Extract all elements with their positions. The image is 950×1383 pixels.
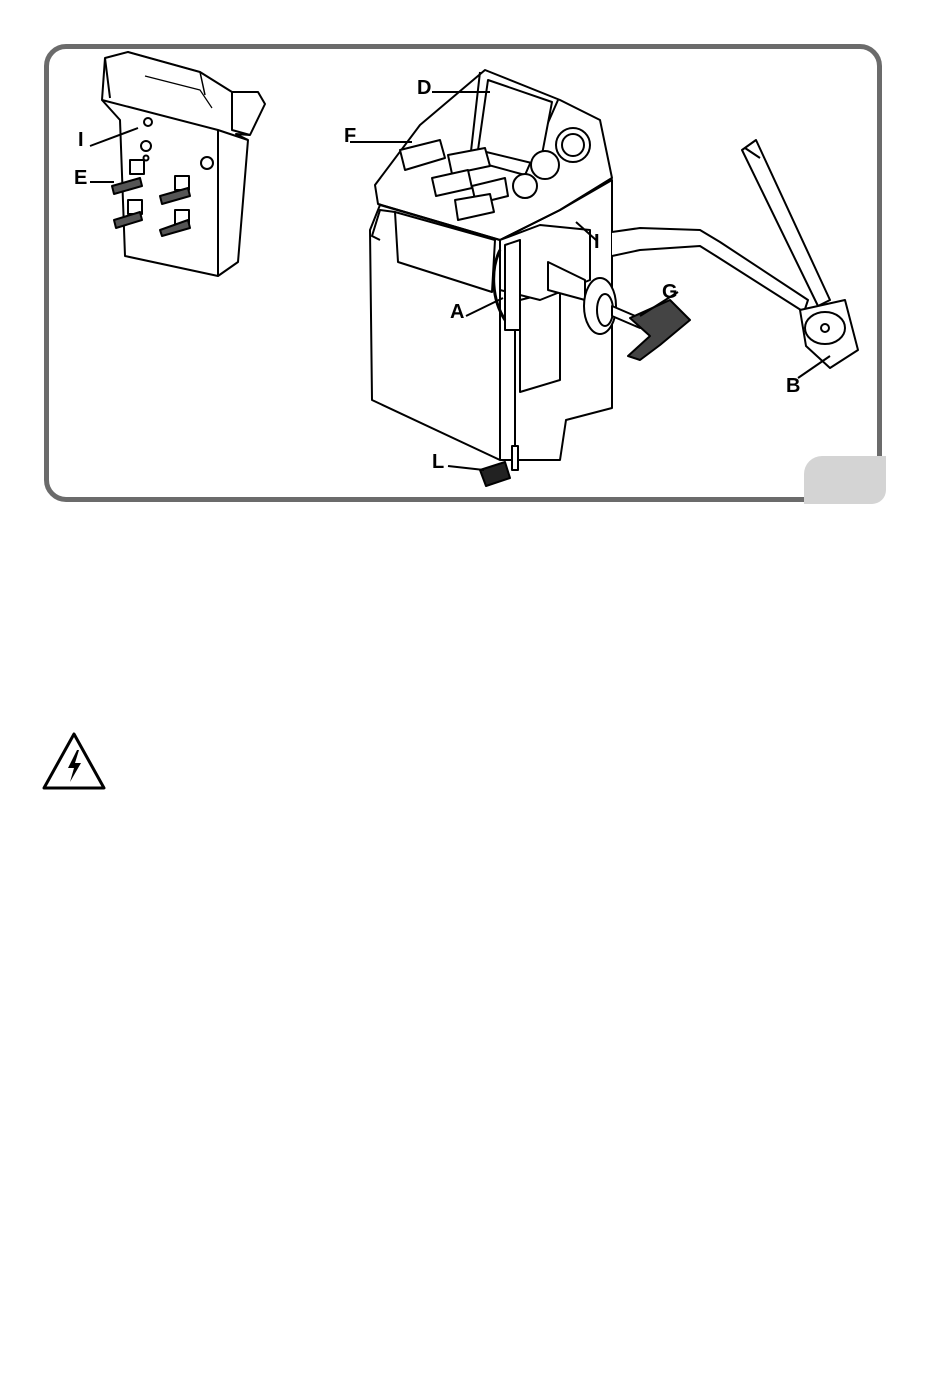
rear-panel-inset (102, 52, 265, 276)
callout-a: A (450, 302, 464, 322)
wheel-balancer-body (370, 70, 858, 486)
callout-d: D (417, 78, 431, 98)
callout-i-inset: I (78, 130, 84, 150)
callout-b: B (786, 376, 800, 396)
machine-illustration (0, 0, 950, 520)
callout-e: E (74, 168, 87, 188)
callout-l: L (432, 452, 444, 472)
callout-f: F (344, 126, 356, 146)
electrical-hazard-icon (40, 730, 108, 792)
callout-i-main: I (594, 232, 600, 252)
callout-g: G (662, 282, 678, 302)
